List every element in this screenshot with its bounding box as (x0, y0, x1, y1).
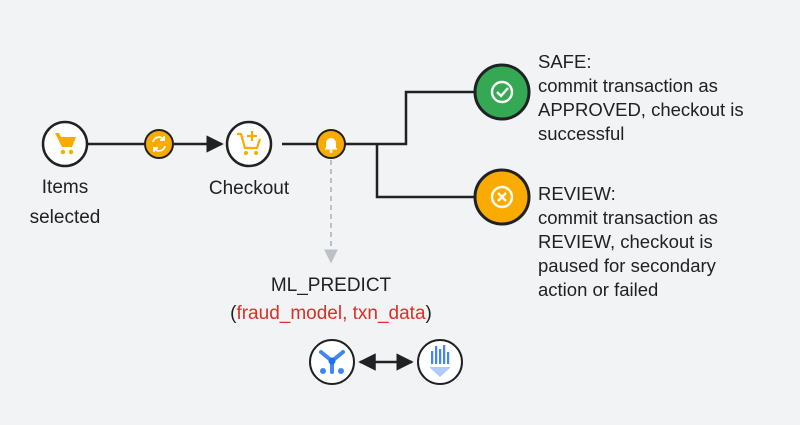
review-outcome-node (473, 168, 531, 226)
review-line-1: commit transaction as (538, 207, 718, 228)
vertex-ai-icon (319, 350, 345, 374)
bigquery-node (417, 339, 463, 385)
ml-predict-args-line: (fraud_model, txn_data) (190, 300, 472, 328)
bigquery-icon (429, 345, 451, 377)
safe-outcome-node (473, 63, 531, 121)
checkout-label: Checkout (208, 178, 290, 199)
notification-bell-icon (325, 138, 337, 153)
items-selected-label-line1: Items (41, 177, 89, 198)
items-selected-node (41, 120, 89, 168)
ml-predict-args: fraud_model, txn_data (236, 303, 426, 324)
close-paren: ) (425, 303, 432, 324)
review-line-2: REVIEW, checkout is (538, 231, 713, 252)
safe-outcome-text: SAFE: commit transaction as APPROVED, ch… (538, 50, 788, 146)
add-to-cart-icon (237, 131, 262, 150)
review-title: REVIEW: (538, 183, 616, 204)
items-selected-label-line2: selected (29, 207, 101, 228)
shopping-cart-icon (55, 133, 76, 155)
open-paren: ( (230, 303, 237, 324)
connector-to-review (375, 144, 475, 199)
check-circle-icon (490, 80, 514, 104)
vertex-ai-node (309, 339, 355, 385)
safe-line-2: APPROVED, checkout is (538, 99, 744, 120)
alert-step-node (316, 129, 346, 159)
items-selected-label: Items selected (20, 173, 110, 233)
review-line-4: action or failed (538, 279, 659, 300)
ml-predict-function: ML_PREDICT (270, 275, 392, 296)
cancel-circle-icon (490, 185, 514, 209)
safe-line-3: successful (538, 123, 625, 144)
safe-title: SAFE: (538, 51, 592, 72)
review-line-3: paused for secondary (538, 255, 716, 276)
sync-icon (152, 136, 166, 152)
connector-to-safe (344, 90, 475, 146)
sync-step-node (144, 129, 174, 159)
review-outcome-text: REVIEW: commit transaction as REVIEW, ch… (538, 182, 788, 302)
safe-line-1: commit transaction as (538, 75, 718, 96)
ml-predict-label: ML_PREDICT (fraud_model, txn_data) (190, 272, 472, 328)
checkout-node (225, 120, 273, 168)
